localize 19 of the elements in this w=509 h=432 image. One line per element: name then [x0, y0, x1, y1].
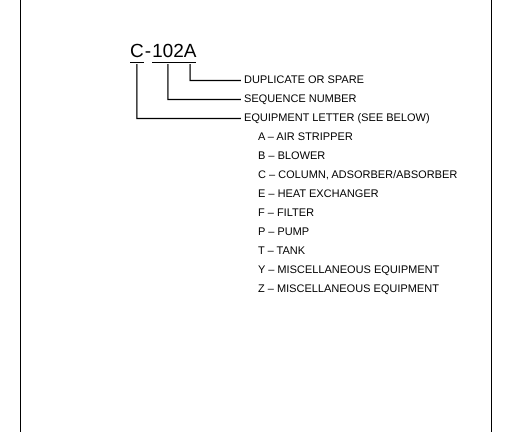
code-separator: - [144, 42, 152, 63]
field-description: DUPLICATE OR SPARE [244, 74, 364, 87]
legend-text: P – PUMP [258, 226, 310, 239]
legend-text: Y – MISCELLANEOUS EQUIPMENT [258, 264, 440, 277]
legend-text: T – TANK [258, 245, 306, 258]
leader-line [167, 64, 241, 100]
legend-text: B – BLOWER [258, 150, 326, 163]
legend-text: E – HEAT EXCHANGER [258, 188, 379, 201]
code-segment: 102 [152, 42, 184, 63]
legend-text: F – FILTER [258, 207, 314, 220]
field-description: SEQUENCE NUMBER [244, 93, 356, 106]
code-segment: A [184, 42, 196, 63]
legend-text: A – AIR STRIPPER [258, 131, 353, 144]
legend-text: C – COLUMN, ADSORBER/ABSORBER [258, 169, 458, 182]
leader-line [136, 64, 241, 120]
field-description: EQUIPMENT LETTER (SEE BELOW) [244, 112, 430, 125]
code-segment: C [130, 42, 144, 63]
leader-line [190, 64, 241, 82]
legend-text: Z – MISCELLANEOUS EQUIPMENT [258, 283, 439, 296]
